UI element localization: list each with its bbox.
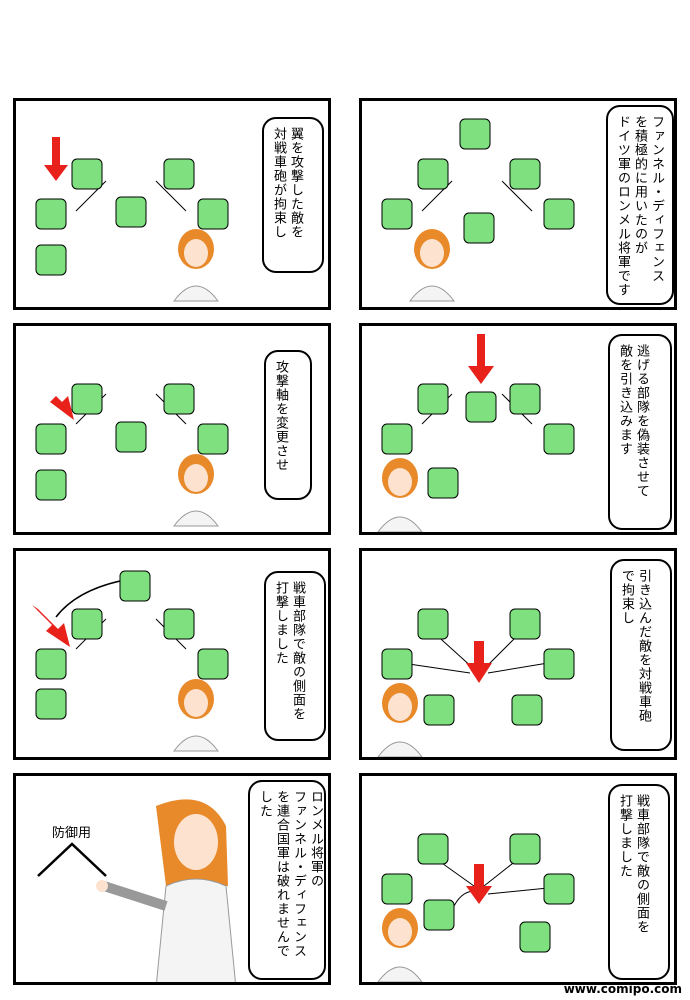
funnel-diagram: [381, 608, 575, 726]
artillery-unit-icon: [381, 198, 413, 230]
bubble-text: ロンメル将軍の ファンネル・ディフェンス を連合国軍は破れませんで した: [257, 790, 323, 958]
red-arrow-icon: [466, 641, 492, 683]
artillery-unit-icon: [71, 383, 103, 415]
tank-unit-icon: [463, 212, 495, 244]
character: [173, 229, 219, 302]
panel-2: 翼を攻撃した敵を 対戦車砲が拘束し: [13, 98, 331, 310]
panel-1-art: [381, 118, 575, 302]
red-arrow-icon: [44, 137, 68, 181]
artillery-unit-icon: [417, 608, 449, 640]
artillery-unit-icon: [417, 833, 449, 865]
credit-link[interactable]: www.comipo.com: [563, 982, 682, 996]
infantry-unit-icon: [511, 694, 543, 726]
artillery-unit-icon: [509, 383, 541, 415]
artillery-unit-icon: [543, 648, 575, 680]
character: [409, 229, 455, 302]
artillery-unit-icon: [417, 158, 449, 190]
tank-unit-icon: [423, 899, 455, 931]
panel-1: ファンネル・ディフェンス を積極的に用いたのが ドイツ軍のロンメル将軍です: [359, 98, 677, 310]
bubble-text: 逃げる部隊を偽装させて 敵を引き込みます: [617, 344, 649, 498]
infantry-unit-icon: [35, 244, 67, 276]
speech-bubble: 引き込んだ敵を対戦車砲 で拘束し: [610, 559, 672, 751]
artillery-unit-icon: [163, 608, 195, 640]
panel-4: 攻撃軸を変更させ: [13, 323, 331, 535]
speech-bubble: ファンネル・ディフェンス を積極的に用いたのが ドイツ軍のロンメル将軍です: [606, 105, 674, 305]
character: [96, 799, 236, 982]
red-arrow-icon: [34, 374, 74, 420]
panel-4-art: [34, 374, 229, 527]
character: [377, 458, 423, 532]
panel-7: 戦車部隊で敵の側面を 打撃しました: [359, 773, 677, 985]
speech-bubble: ロンメル将軍の ファンネル・ディフェンス を連合国軍は破れませんで した: [248, 780, 326, 980]
infantry-unit-icon: [465, 391, 497, 423]
bubble-text: 引き込んだ敵を対戦車砲 で拘束し: [619, 569, 651, 723]
character: [173, 454, 219, 527]
bubble-text: 攻撃軸を変更させ: [273, 360, 288, 472]
tank-unit-icon: [115, 196, 147, 228]
artillery-unit-icon: [35, 198, 67, 230]
tank-unit-icon: [423, 694, 455, 726]
artillery-unit-icon: [71, 608, 103, 640]
tank-unit-icon: [427, 467, 459, 499]
bubble-text: 戦車部隊で敵の側面を 打撃しました: [617, 794, 649, 934]
artillery-unit-icon: [35, 648, 67, 680]
artillery-unit-icon: [197, 423, 229, 455]
panel-8-art: [37, 799, 236, 982]
artillery-unit-icon: [197, 648, 229, 680]
speech-bubble: 戦車部隊で敵の側面を 打撃しました: [264, 571, 326, 741]
panel-6: 戦車部隊で敵の側面を 打撃しました: [13, 548, 331, 760]
character: [377, 683, 423, 757]
artillery-unit-icon: [381, 648, 413, 680]
funnel-diagram: [35, 137, 229, 276]
panel-3: 逃げる部隊を偽装させて 敵を引き込みます: [359, 323, 677, 535]
red-arrow-icon: [468, 334, 494, 384]
red-arrow-icon: [466, 864, 492, 904]
funnel-diagram: [381, 118, 575, 244]
artillery-unit-icon: [163, 158, 195, 190]
speech-bubble: 翼を攻撃した敵を 対戦車砲が拘束し: [262, 117, 324, 273]
tank-unit-icon: [119, 570, 151, 602]
tank-unit-icon: [115, 421, 147, 453]
artillery-unit-icon: [509, 608, 541, 640]
artillery-unit-icon: [71, 158, 103, 190]
bubble-text: 戦車部隊で敵の側面を 打撃しました: [273, 581, 305, 721]
artillery-unit-icon: [417, 383, 449, 415]
funnel-diagram: [381, 833, 575, 953]
panel-6-art: [32, 570, 229, 752]
artillery-unit-icon: [543, 873, 575, 905]
bubble-text: 翼を攻撃した敵を 対戦車砲が拘束し: [271, 127, 303, 239]
defense-label: 防御用: [52, 826, 92, 841]
panel-5: 引き込んだ敵を対戦車砲 で拘束し: [359, 548, 677, 760]
character: [377, 908, 423, 982]
artillery-unit-icon: [543, 423, 575, 455]
speech-bubble: 攻撃軸を変更させ: [264, 350, 312, 500]
artillery-unit-icon: [509, 833, 541, 865]
artillery-unit-icon: [381, 873, 413, 905]
funnel-diagram: [32, 570, 229, 720]
character: [173, 679, 219, 752]
panel-7-art: [377, 833, 575, 982]
panel-5-art: [377, 608, 575, 757]
funnel-diagram: [34, 374, 229, 501]
speech-bubble: 戦車部隊で敵の側面を 打撃しました: [608, 784, 670, 980]
infantry-unit-icon: [35, 469, 67, 501]
panel-3-art: [377, 334, 575, 532]
bubble-text: ファンネル・ディフェンス を積極的に用いたのが ドイツ軍のロンメル将軍です: [615, 115, 664, 297]
artillery-unit-icon: [197, 198, 229, 230]
infantry-unit-icon: [519, 921, 551, 953]
artillery-unit-icon: [543, 198, 575, 230]
funnel-shape: [37, 842, 107, 877]
infantry-unit-icon: [459, 118, 491, 150]
infantry-unit-icon: [35, 688, 67, 720]
panel-8: 防御用 ロンメル将軍の ファンネル・ディフェンス を連合国軍は破れませんで した: [13, 773, 331, 985]
speech-bubble: 逃げる部隊を偽装させて 敵を引き込みます: [608, 334, 672, 530]
artillery-unit-icon: [163, 383, 195, 415]
red-arrow-icon: [32, 605, 70, 647]
funnel-diagram: [381, 334, 575, 499]
artillery-unit-icon: [381, 423, 413, 455]
artillery-unit-icon: [35, 423, 67, 455]
panel-2-art: [35, 137, 229, 302]
artillery-unit-icon: [509, 158, 541, 190]
